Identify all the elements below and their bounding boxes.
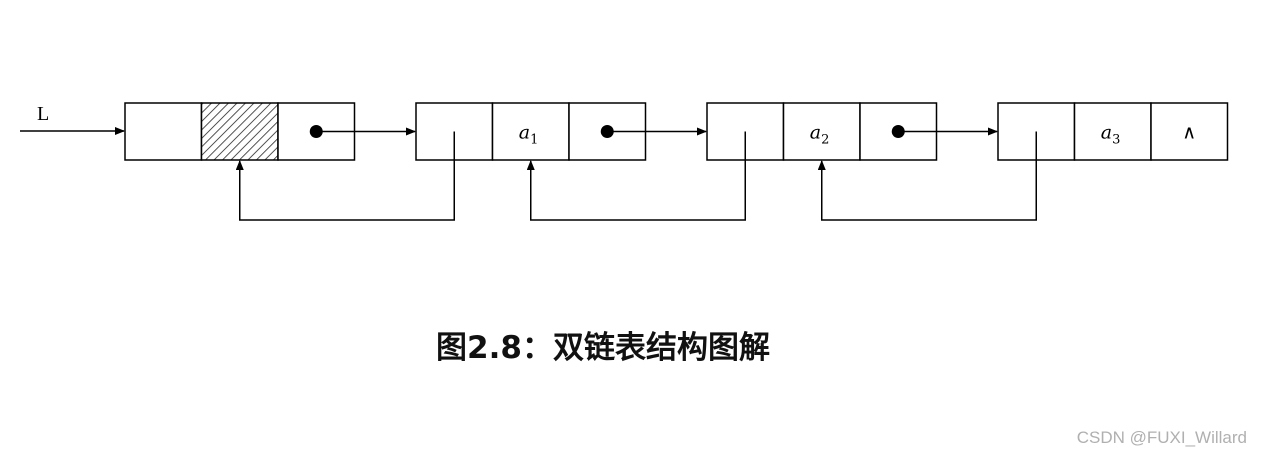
- prior-link-arrow: [235, 131, 455, 221]
- prior-link-arrow: [817, 131, 1037, 221]
- list-node: a2: [706, 102, 938, 161]
- head-pointer-label: L: [37, 103, 49, 125]
- figure-caption: 图2.8：双链表结构图解: [436, 330, 770, 366]
- watermark: CSDN @FUXI_Willard: [1076, 428, 1247, 447]
- data-field: [1073, 102, 1152, 161]
- null-pointer-symbol: ∧: [1182, 122, 1196, 144]
- data-field: [491, 102, 570, 161]
- data-field: [782, 102, 861, 161]
- next-field: [1150, 102, 1229, 161]
- list-node: a3∧: [997, 102, 1229, 161]
- header-data-field-hatched: [200, 102, 279, 161]
- prior-link-arrow: [526, 131, 746, 221]
- prior-field: [124, 102, 203, 161]
